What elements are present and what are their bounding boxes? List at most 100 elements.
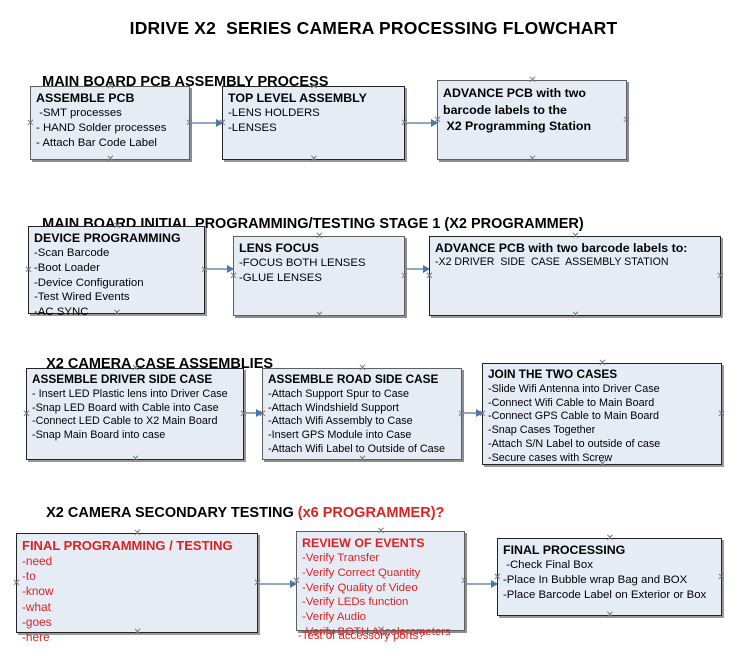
box-final-programming-testing[interactable]: FINAL PROGRAMMING / TESTING -need -to -k…: [12, 529, 261, 644]
box-top-level-assembly[interactable]: TOP LEVEL ASSEMBLY -LENS HOLDERS -LENSES…: [218, 82, 408, 165]
box-line: -need: [22, 554, 53, 569]
handle-top-icon[interactable]: ✕: [106, 81, 115, 92]
handle-right-icon[interactable]: ✕: [717, 572, 726, 583]
handle-top-icon[interactable]: ✕: [358, 363, 367, 374]
handle-right-icon[interactable]: ✕: [400, 271, 409, 282]
box-review-of-events[interactable]: REVIEW OF EVENTS -Verify Transfer -Verif…: [292, 527, 468, 638]
box-line: -Place Barcode Label on Exterior or Box: [503, 588, 707, 601]
handle-left-icon[interactable]: ✕: [292, 576, 301, 587]
handle-top-icon[interactable]: ✕: [528, 75, 537, 86]
handle-left-icon[interactable]: ✕: [478, 409, 487, 420]
arrow-head-icon: [227, 265, 234, 273]
box-title: REVIEW OF EVENTS: [302, 536, 425, 550]
arrow-head-icon: [431, 119, 438, 127]
box-line: -Snap Main Board into case: [32, 429, 166, 442]
box-line: -Device Configuration: [34, 276, 144, 289]
box-line: - Attach Bar Code Label: [36, 136, 157, 149]
box-line: - HAND Solder processes: [36, 122, 167, 135]
handle-bottom-icon[interactable]: ✕: [358, 454, 367, 465]
page-title: IDRIVE X2 SERIES CAMERA PROCESSING FLOWC…: [129, 18, 618, 38]
review-of-events-overflow-line: -Test of accessory ports?: [298, 630, 425, 642]
handle-bottom-icon[interactable]: ✕: [315, 310, 324, 321]
handle-bottom-icon[interactable]: ✕: [112, 308, 122, 319]
handle-bottom-icon[interactable]: ✕: [376, 625, 386, 636]
handle-left-icon[interactable]: ✕: [493, 572, 502, 583]
handle-left-icon[interactable]: ✕: [12, 578, 21, 589]
handle-right-icon[interactable]: ✕: [185, 118, 194, 129]
handle-right-icon[interactable]: ✕: [622, 115, 631, 126]
box-line: -Boot Loader: [34, 262, 100, 275]
handle-bottom-icon[interactable]: ✕: [106, 154, 115, 165]
handle-bottom-icon[interactable]: ✕: [131, 454, 140, 465]
box-line: -Snap LED Board with Cable into Case: [32, 401, 219, 414]
box-title: ADVANCE PCB with two barcode labels to:: [435, 241, 688, 255]
handle-top-icon[interactable]: ✕: [315, 231, 324, 242]
box-line: - Insert LED Plastic lens into Driver Ca…: [32, 387, 228, 400]
box-advance-pcb-to-x2-programming-station[interactable]: ADVANCE PCB with two barcode labels to t…: [433, 76, 630, 165]
box-device-programming[interactable]: DEVICE PROGRAMMING -Scan Barcode -Boot L…: [24, 222, 208, 319]
handle-bottom-icon[interactable]: ✕: [133, 627, 142, 638]
handle-bottom-icon[interactable]: ✕: [309, 154, 319, 165]
box-assemble-pcb[interactable]: ASSEMBLE PCB -SMT processes - HAND Solde…: [26, 82, 193, 165]
handle-bottom-icon[interactable]: ✕: [528, 154, 537, 165]
box-line: -GLUE LENSES: [239, 272, 322, 285]
connector-device-programming-to-lens-focus: [207, 265, 234, 273]
box-assemble-driver-side-case[interactable]: ASSEMBLE DRIVER SIDE CASE - Insert LED P…: [22, 364, 247, 465]
box-line: -Connect Wifi Cable to Main Board: [488, 396, 655, 409]
box-join-the-two-cases[interactable]: JOIN THE TWO CASES -Slide Wifi Antenna i…: [478, 359, 725, 470]
box-line: -Scan Barcode: [34, 247, 110, 260]
handle-right-icon[interactable]: ✕: [200, 265, 209, 276]
box-line: -Attach Support Spur to Case: [268, 387, 410, 400]
box-line: -Connect LED Cable to X2 Main Board: [32, 415, 218, 428]
handle-bottom-icon[interactable]: ✕: [605, 610, 615, 621]
handle-left-icon[interactable]: ✕: [258, 409, 267, 420]
box-title: JOIN THE TWO CASES: [488, 367, 618, 381]
box-line: -Slide Wifi Antenna into Driver Case: [488, 382, 660, 395]
handle-bottom-icon[interactable]: ✕: [571, 310, 580, 321]
box-title: ASSEMBLE ROAD SIDE CASE: [268, 372, 439, 386]
handle-left-icon[interactable]: ✕: [433, 115, 442, 126]
handle-left-icon[interactable]: ✕: [26, 118, 35, 129]
handle-right-icon[interactable]: ✕: [460, 576, 469, 587]
box-line: -FOCUS BOTH LENSES: [239, 257, 366, 270]
handle-top-icon[interactable]: ✕: [133, 528, 142, 539]
box-line: -Verify Quality of Video: [302, 581, 418, 594]
box-title: FINAL PROCESSING: [503, 543, 626, 557]
section-header-accent: (x6 PROGRAMMER)?: [297, 505, 445, 521]
handle-bottom-icon[interactable]: ✕: [598, 459, 607, 470]
handle-top-icon[interactable]: ✕: [131, 363, 140, 374]
handle-right-icon[interactable]: ✕: [716, 271, 725, 282]
handle-top-icon[interactable]: ✕: [376, 526, 386, 537]
box-line: -Secure cases with Screw: [488, 451, 613, 464]
box-advance-pcb-to-driver-side-case-station[interactable]: ADVANCE PCB with two barcode labels to: …: [425, 232, 724, 321]
handle-top-icon[interactable]: ✕: [571, 231, 580, 242]
box-assemble-road-side-case[interactable]: ASSEMBLE ROAD SIDE CASE -Attach Support …: [258, 364, 465, 465]
connector-assemble-pcb-to-top-level: [192, 119, 223, 127]
handle-left-icon[interactable]: ✕: [22, 409, 31, 420]
handle-right-icon[interactable]: ✕: [253, 578, 262, 589]
box-lens-focus[interactable]: LENS FOCUS -FOCUS BOTH LENSES -GLUE LENS…: [229, 232, 408, 321]
handle-left-icon[interactable]: ✕: [229, 271, 238, 282]
connector-driver-side-to-road-side: [246, 409, 263, 417]
box-final-processing[interactable]: FINAL PROCESSING -Check Final Box -Place…: [493, 534, 725, 621]
handle-top-icon[interactable]: ✕: [598, 358, 607, 369]
box-title: DEVICE PROGRAMMING: [34, 231, 181, 245]
box-line: -know: [22, 584, 54, 599]
handle-right-icon[interactable]: ✕: [239, 409, 248, 420]
arrow-head-icon: [423, 265, 430, 273]
handle-top-icon[interactable]: ✕: [112, 221, 122, 232]
box-line: -Attach Wifi Label to Outside of Case: [268, 443, 446, 456]
box-line: -here: [22, 629, 50, 644]
handle-right-icon[interactable]: ✕: [457, 409, 466, 420]
box-line: -SMT processes: [36, 107, 122, 120]
handle-left-icon[interactable]: ✕: [425, 271, 434, 282]
handle-top-icon[interactable]: ✕: [309, 81, 319, 92]
handle-right-icon[interactable]: ✕: [400, 118, 409, 129]
connector-top-level-to-advance-pcb: [407, 119, 438, 127]
handle-left-icon[interactable]: ✕: [218, 118, 227, 129]
handle-right-icon[interactable]: ✕: [717, 409, 726, 420]
handle-top-icon[interactable]: ✕: [605, 533, 615, 544]
box-line: -what: [22, 599, 51, 614]
handle-left-icon[interactable]: ✕: [24, 265, 33, 276]
